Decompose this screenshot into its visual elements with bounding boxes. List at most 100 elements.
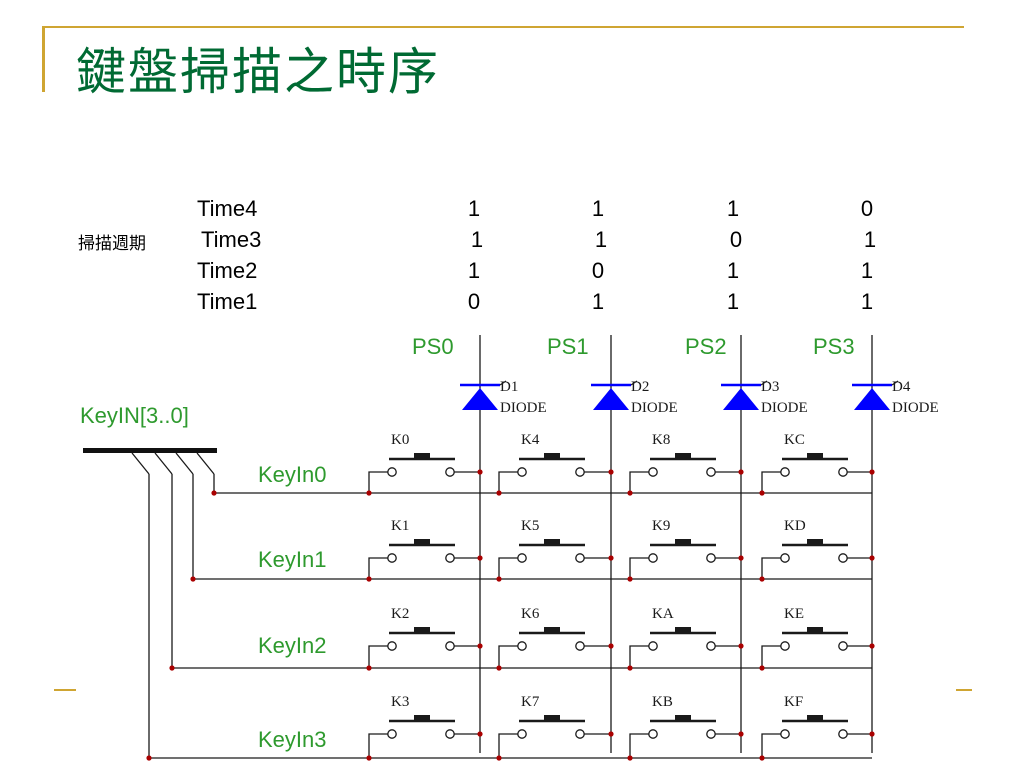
switch-cap: [675, 627, 691, 632]
switch-K3: K3: [368, 694, 480, 758]
switch-label: K4: [521, 432, 540, 448]
switch-contact: [648, 729, 658, 739]
diode-triangle: [462, 388, 498, 410]
junction-dot: [869, 555, 875, 561]
switch-contact: [575, 467, 585, 477]
switch-K9: K9: [629, 518, 741, 579]
switch-left-lead: [498, 557, 518, 579]
switch-contact: [387, 729, 397, 739]
bus-bar: [83, 448, 217, 453]
junction-dot: [869, 469, 875, 475]
switch-contact: [838, 553, 848, 563]
junction-dot: [169, 665, 175, 671]
switch-contact: [648, 641, 658, 651]
switch-contact: [838, 729, 848, 739]
switch-left-lead: [368, 557, 388, 579]
switch-label: KD: [784, 518, 806, 534]
switch-label: K0: [391, 432, 409, 448]
junction-dot: [366, 755, 372, 761]
switch-left-lead: [761, 645, 781, 668]
switch-label: KE: [784, 606, 804, 622]
switch-contact: [648, 553, 658, 563]
switch-contact: [706, 729, 716, 739]
junction-dot: [496, 490, 502, 496]
footer-accent-right: [956, 689, 972, 691]
junction-dot: [211, 490, 217, 496]
diode-name: D2: [631, 379, 649, 395]
switch-left-lead: [761, 471, 781, 493]
switch-cap: [544, 539, 560, 544]
switch-contact: [387, 553, 397, 563]
switch-left-lead: [629, 645, 649, 668]
junction-dot: [738, 643, 744, 649]
bus-tap-wire: [131, 452, 150, 475]
junction-dot: [738, 555, 744, 561]
switch-contact: [517, 641, 527, 651]
switch-left-lead: [761, 733, 781, 758]
diode-lead: [891, 380, 899, 386]
switch-cap: [807, 627, 823, 632]
port-label-ps2: PS2: [685, 334, 727, 359]
junction-dot: [477, 643, 483, 649]
scan-value: 1: [470, 227, 484, 252]
switch-K6: K6: [498, 606, 611, 668]
junction-dot: [608, 731, 614, 737]
switch-label: KB: [652, 694, 673, 710]
junction-dot: [146, 755, 152, 761]
switch-left-lead: [629, 557, 649, 579]
switch-left-lead: [368, 733, 388, 758]
switch-cap: [414, 715, 430, 720]
key-row-label: KeyIn3: [258, 727, 327, 752]
switch-left-lead: [498, 471, 518, 493]
diode-type: DIODE: [500, 400, 547, 416]
title-accent-line-vertical: [42, 26, 45, 92]
junction-dot: [759, 665, 765, 671]
diode-type: DIODE: [892, 400, 939, 416]
switch-cap: [414, 627, 430, 632]
switch-contact: [706, 553, 716, 563]
switch-contact: [780, 467, 790, 477]
diode-lead: [499, 380, 507, 386]
bus-label: KeyIN[3..0]: [80, 403, 189, 428]
junction-dot: [496, 755, 502, 761]
switch-contact: [780, 729, 790, 739]
switch-contact: [575, 729, 585, 739]
junction-dot: [627, 490, 633, 496]
junction-dot: [190, 576, 196, 582]
title-accent-line-horizontal: [42, 26, 964, 28]
switch-contact: [387, 641, 397, 651]
footer-accent-left: [54, 689, 76, 691]
scan-value: 1: [467, 196, 481, 221]
scan-value: 1: [860, 289, 874, 314]
bus-tap-wire: [196, 452, 215, 475]
time-label: Time3: [201, 227, 262, 252]
diode-lead: [630, 380, 638, 386]
junction-dot: [738, 731, 744, 737]
junction-dot: [496, 576, 502, 582]
junction-dot: [608, 643, 614, 649]
switch-K2: K2: [368, 606, 480, 668]
scan-value: 0: [591, 258, 605, 283]
junction-dot: [477, 555, 483, 561]
switch-left-lead: [368, 645, 388, 668]
switch-contact: [575, 553, 585, 563]
diode-triangle: [854, 388, 890, 410]
switch-cap: [414, 453, 430, 458]
switch-KD: KD: [761, 518, 872, 579]
scan-period-label: 掃描週期: [78, 234, 146, 254]
switch-cap: [544, 453, 560, 458]
junction-dot: [759, 490, 765, 496]
switch-KC: KC: [761, 432, 872, 493]
switch-contact: [445, 467, 455, 477]
scan-value: 1: [726, 289, 740, 314]
switch-KF: KF: [761, 694, 872, 758]
scan-value: 1: [726, 258, 740, 283]
diode-type: DIODE: [631, 400, 678, 416]
diode-triangle: [593, 388, 629, 410]
switch-label: KF: [784, 694, 803, 710]
switch-contact: [838, 641, 848, 651]
junction-dot: [869, 643, 875, 649]
switch-K8: K8: [629, 432, 741, 493]
